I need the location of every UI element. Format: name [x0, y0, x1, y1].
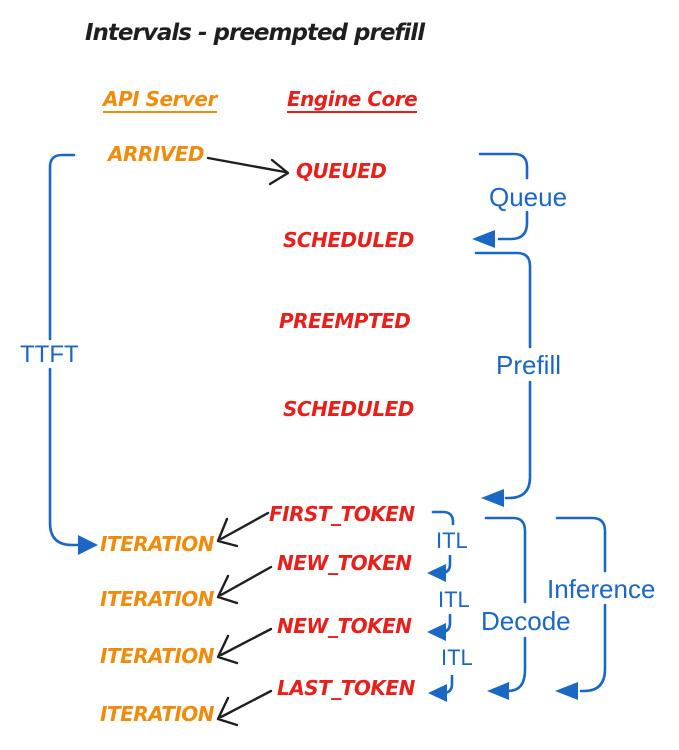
event-new-token-2: NEW_TOKEN: [277, 614, 412, 638]
itl-arrowhead-2-icon: [427, 623, 446, 641]
itl-bracket: [427, 510, 455, 702]
decode-arrowhead-icon: [487, 682, 509, 700]
ttft-bracket: [48, 153, 98, 555]
inference-bracket: [555, 516, 607, 700]
event-scheduled-1: SCHEDULED: [283, 228, 414, 252]
prefill-arrowhead-icon: [481, 489, 504, 507]
arrow-first-token-to-iteration: [216, 511, 270, 548]
event-queued: QUEUED: [296, 159, 387, 183]
decode-bracket: [484, 516, 527, 700]
itl-arrowhead-3-icon: [428, 684, 447, 702]
event-iteration-2: ITERATION: [100, 587, 215, 611]
ttft-arrowhead-icon: [78, 535, 98, 555]
arrow-last-token-to-iteration: [216, 689, 273, 727]
page-title: Intervals - preempted prefill: [85, 20, 425, 46]
event-new-token-1: NEW_TOKEN: [277, 551, 412, 575]
interval-itl-1: ITL: [436, 528, 468, 553]
interval-itl-2: ITL: [438, 587, 470, 612]
event-iteration-3: ITERATION: [100, 644, 215, 668]
inference-arrowhead-icon: [555, 682, 578, 700]
event-arrived: ARRIVED: [108, 142, 204, 166]
interval-ttft: TTFT: [20, 341, 79, 368]
arrow-new-token-2-to-iteration: [216, 627, 273, 665]
itl-arrowhead-1-icon: [427, 564, 446, 582]
queue-arrowhead-icon: [472, 230, 495, 248]
queue-bracket: [472, 152, 529, 248]
event-preempted: PREEMPTED: [279, 309, 411, 333]
arrow-arrived-to-queued: [206, 156, 290, 186]
column-header-engine-core: Engine Core: [287, 87, 418, 113]
event-last-token: LAST_TOKEN: [277, 676, 415, 700]
arrow-new-token-1-to-iteration: [216, 565, 273, 605]
interval-prefill: Prefill: [496, 350, 562, 380]
interval-queue: Queue: [489, 182, 568, 212]
interval-decode: Decode: [481, 606, 571, 636]
column-header-api-server: API Server: [103, 87, 217, 113]
event-first-token: FIRST_TOKEN: [269, 502, 415, 526]
event-iteration-4: ITERATION: [100, 702, 215, 726]
prefill-bracket: [474, 251, 532, 507]
interval-itl-3: ITL: [441, 645, 473, 670]
event-iteration-1: ITERATION: [100, 532, 215, 556]
event-scheduled-2: SCHEDULED: [283, 397, 414, 421]
interval-inference: Inference: [547, 574, 656, 604]
